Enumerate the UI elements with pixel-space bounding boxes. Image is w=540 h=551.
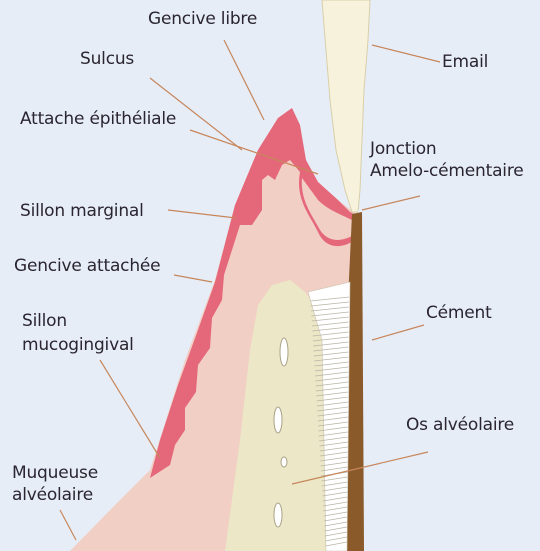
label-sillon-marginal: Sillon marginal: [20, 200, 144, 222]
label-sillon: Sillon: [22, 310, 67, 332]
label-attache-epitheliale: Attache épithéliale: [20, 108, 176, 130]
label-mucogingival: mucogingival: [22, 334, 134, 356]
bone-canal: [274, 503, 282, 527]
label-alveolaire: alvéolaire: [12, 484, 93, 506]
bone-canal: [281, 457, 287, 467]
enamel: [322, 0, 370, 212]
bone-canal: [280, 338, 288, 366]
label-sulcus: Sulcus: [80, 48, 134, 70]
label-os-alveolaire: Os alvéolaire: [406, 414, 514, 436]
bone-canal: [274, 407, 282, 433]
label-amelo-cementaire: Amelo-cémentaire: [370, 160, 524, 182]
label-gencive-attachee: Gencive attachée: [14, 255, 160, 277]
root-dentin: [358, 210, 540, 551]
label-cement: Cément: [426, 302, 492, 324]
label-muqueuse: Muqueuse: [12, 462, 98, 484]
label-jonction: Jonction: [370, 138, 437, 160]
label-email: Email: [442, 51, 488, 73]
label-gencive-libre: Gencive libre: [148, 8, 257, 30]
